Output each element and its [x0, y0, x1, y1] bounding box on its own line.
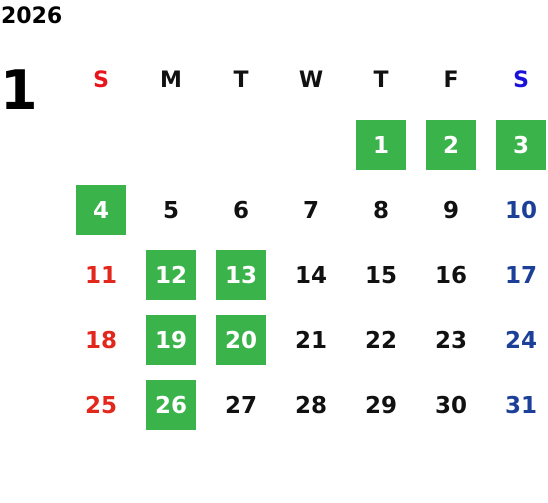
calendar-day-29[interactable]: 29	[346, 373, 416, 438]
weekday-header-sunday: S	[93, 68, 109, 93]
day-number: 29	[364, 392, 397, 419]
calendar-day-26[interactable]: 26	[136, 373, 206, 438]
calendar-day-18[interactable]: 18	[66, 308, 136, 373]
day-number: 21	[294, 327, 327, 354]
day-number: 26	[154, 392, 187, 419]
calendar-day-16[interactable]: 16	[416, 243, 486, 308]
day-number: 11	[84, 262, 117, 289]
calendar-day-7[interactable]: 7	[276, 178, 346, 243]
calendar-day-23[interactable]: 23	[416, 308, 486, 373]
calendar-day-14[interactable]: 14	[276, 243, 346, 308]
day-number: 8	[372, 197, 389, 224]
day-number: 23	[434, 327, 467, 354]
day-number: 12	[154, 262, 187, 289]
day-number: 4	[92, 197, 109, 224]
day-number: 14	[294, 262, 327, 289]
day-number: 13	[224, 262, 257, 289]
calendar-day-4[interactable]: 4	[66, 178, 136, 243]
day-number: 18	[84, 327, 117, 354]
calendar-day-8[interactable]: 8	[346, 178, 416, 243]
day-number: 10	[504, 197, 537, 224]
weekday-header-thursday: T	[373, 68, 389, 93]
calendar-day-12[interactable]: 12	[136, 243, 206, 308]
calendar-day-17[interactable]: 17	[486, 243, 548, 308]
weekday-header-wednesday: W	[298, 68, 324, 93]
calendar-day-20[interactable]: 20	[206, 308, 276, 373]
calendar-day-9[interactable]: 9	[416, 178, 486, 243]
day-number: 20	[224, 327, 257, 354]
weekday-header-monday: M	[160, 68, 182, 93]
calendar-day-28[interactable]: 28	[276, 373, 346, 438]
calendar-day-2[interactable]: 2	[416, 113, 486, 178]
calendar-day-3[interactable]: 3	[486, 113, 548, 178]
day-number: 16	[434, 262, 467, 289]
day-number: 1	[372, 132, 389, 159]
calendar-day-24[interactable]: 24	[486, 308, 548, 373]
calendar-day-5[interactable]: 5	[136, 178, 206, 243]
day-number: 25	[84, 392, 117, 419]
day-number: 9	[442, 197, 459, 224]
day-number: 27	[224, 392, 257, 419]
day-number: 7	[302, 197, 319, 224]
calendar-day-22[interactable]: 22	[346, 308, 416, 373]
day-number: 17	[504, 262, 537, 289]
day-number: 22	[364, 327, 397, 354]
calendar-day-1[interactable]: 1	[346, 113, 416, 178]
day-number: 19	[154, 327, 187, 354]
calendar-day-empty	[206, 113, 276, 178]
weekday-header-friday: F	[443, 68, 459, 93]
calendar-day-30[interactable]: 30	[416, 373, 486, 438]
day-number: 28	[294, 392, 327, 419]
day-number: 5	[162, 197, 179, 224]
calendar-day-11[interactable]: 11	[66, 243, 136, 308]
month-number: 1	[0, 59, 38, 122]
calendar-day-10[interactable]: 10	[486, 178, 548, 243]
day-number: 3	[512, 132, 529, 159]
day-number: 2	[442, 132, 459, 159]
day-number: 30	[434, 392, 467, 419]
calendar-day-27[interactable]: 27	[206, 373, 276, 438]
day-number: 6	[232, 197, 249, 224]
calendar-day-13[interactable]: 13	[206, 243, 276, 308]
calendar-day-empty	[276, 113, 346, 178]
calendar-day-15[interactable]: 15	[346, 243, 416, 308]
calendar-day-empty	[66, 113, 136, 178]
calendar-day-6[interactable]: 6	[206, 178, 276, 243]
calendar-day-empty	[136, 113, 206, 178]
day-number: 31	[504, 392, 537, 419]
calendar-day-21[interactable]: 21	[276, 308, 346, 373]
weekday-header-tuesday: T	[233, 68, 249, 93]
calendar-day-25[interactable]: 25	[66, 373, 136, 438]
year-label: 2026	[1, 4, 63, 29]
calendar-day-19[interactable]: 19	[136, 308, 206, 373]
day-number: 24	[504, 327, 537, 354]
day-number: 15	[364, 262, 397, 289]
calendar-day-31[interactable]: 31	[486, 373, 548, 438]
weekday-header-saturday: S	[513, 68, 529, 93]
